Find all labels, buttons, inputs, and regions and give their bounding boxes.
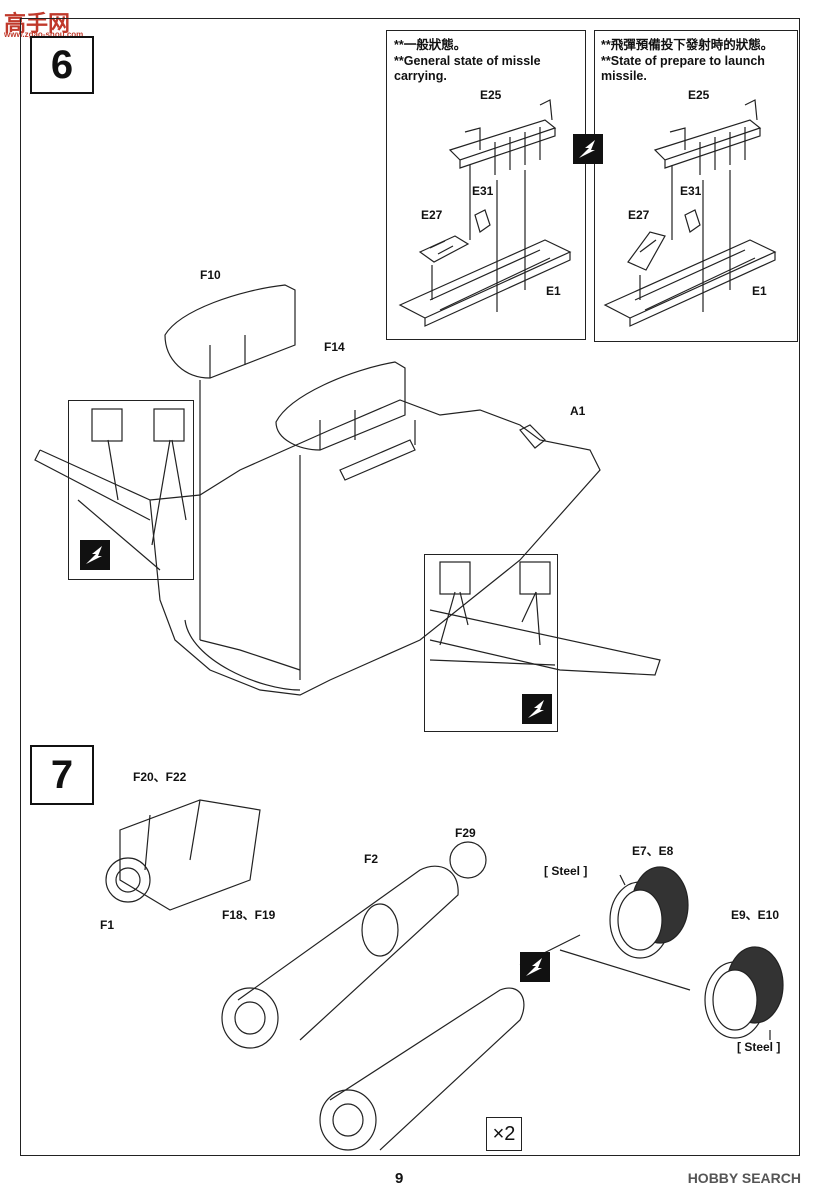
part-intake-f20-f22	[105, 799, 261, 911]
label-f18-f19: F18、F19	[222, 908, 276, 922]
label-f29: F29	[455, 826, 476, 840]
label-f10: F10	[200, 268, 221, 282]
part-engine-f2	[221, 865, 459, 1049]
watermark-logo: 高手网	[4, 11, 71, 36]
part-e31-left	[474, 209, 491, 233]
label-f2: F2	[364, 852, 379, 866]
base-e1-left	[398, 239, 572, 327]
step-6-number: 6	[30, 36, 94, 94]
detail-thumb-1	[91, 408, 123, 442]
note-carrying-zh: **一般狀態。	[394, 38, 467, 52]
inset-missile-launch	[594, 30, 798, 342]
switch-arrow-icon	[573, 134, 603, 164]
note-launch-zh: **飛彈預備投下發射時的狀態。	[601, 38, 774, 52]
guide-lines-step6	[199, 380, 416, 680]
rail-e25-right	[653, 99, 762, 175]
label-e25-right: E25	[688, 88, 710, 102]
multiplier-badge: ×2	[486, 1117, 522, 1151]
brand-watermark: HOBBY SEARCH	[687, 1170, 801, 1186]
step-7-number: 7	[30, 745, 94, 805]
note-carrying-en: **General state of missle carrying.	[394, 54, 541, 83]
part-e27-left	[418, 235, 470, 263]
part-e27-right	[627, 231, 666, 271]
guide-lines-right	[639, 165, 731, 312]
label-steel-1: [ Steel ]	[544, 864, 588, 878]
label-a1: A1	[570, 404, 586, 418]
switch-arrow-icon	[80, 540, 110, 570]
part-nozzle-e7-e8	[609, 866, 689, 959]
label-steel-2: [ Steel ]	[737, 1040, 781, 1054]
detail-thumb-3	[439, 561, 471, 595]
note-launch-en: **State of prepare to launch missile.	[601, 54, 765, 83]
detail-thumb-2	[153, 408, 185, 442]
detail-thumb-4	[519, 561, 551, 595]
part-nozzle-e9-e10	[704, 946, 784, 1039]
guide-lines-left	[431, 165, 526, 312]
label-e25-left: E25	[480, 88, 502, 102]
part-f10	[164, 284, 296, 379]
switch-arrow-icon	[520, 952, 550, 982]
fuselage-a1	[34, 399, 661, 696]
watermark-url: www.zgao-shou.com	[4, 30, 84, 39]
label-f14: F14	[324, 340, 345, 354]
label-f20-f22: F20、F22	[133, 770, 187, 784]
detail-guides-right	[429, 591, 556, 666]
page-number: 9	[395, 1170, 404, 1187]
part-engine-second	[319, 987, 525, 1151]
detail-guides-left	[77, 439, 187, 571]
label-e7-e8: E7、E8	[632, 844, 674, 858]
label-e31-right: E31	[680, 184, 702, 198]
part-e31-right	[684, 209, 701, 233]
rail-e25-left	[448, 99, 557, 175]
page-frame	[20, 18, 800, 1156]
base-e1-right	[603, 239, 777, 327]
label-e9-e10: E9、E10	[731, 908, 780, 922]
label-e31-left: E31	[472, 184, 494, 198]
label-e27-left: E27	[421, 208, 443, 222]
part-disc-f29	[449, 841, 487, 879]
label-e1-right: E1	[752, 284, 767, 298]
guide-lines-step7	[519, 874, 771, 1040]
label-e27-right: E27	[628, 208, 650, 222]
label-e1-left: E1	[546, 284, 561, 298]
switch-arrow-icon	[522, 694, 552, 724]
label-f1: F1	[100, 918, 115, 932]
